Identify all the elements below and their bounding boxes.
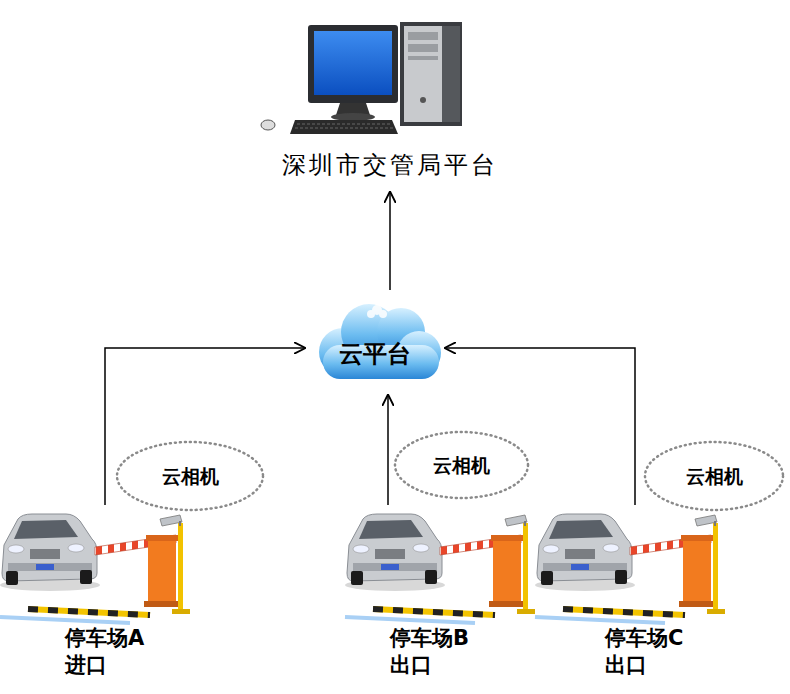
callout-outline — [395, 432, 528, 498]
parking-lot-label: 停车场A 进口 — [65, 625, 155, 680]
camera-callout: 云相机 — [643, 440, 785, 512]
keyboard-keys — [297, 124, 391, 125]
parking-scene-b — [345, 514, 535, 623]
drive-bay — [408, 44, 438, 52]
parking-scene-c — [535, 514, 725, 623]
cloud-body — [319, 304, 441, 379]
drive-bay — [408, 32, 438, 40]
parking-lot-node: 停车场A 进口 — [0, 505, 195, 690]
platform-node: 深圳市交管局平台 — [265, 10, 515, 192]
tower-side — [442, 26, 460, 122]
keyboard — [290, 120, 398, 134]
connector-arrow — [389, 192, 391, 290]
connector-arrow — [387, 395, 389, 505]
platform-label: 深圳市交管局平台 — [282, 150, 498, 180]
parking-scene-a — [0, 514, 190, 623]
cloud-label: 云平台 — [339, 340, 411, 369]
computer-illustration — [261, 22, 462, 134]
drive-bay — [408, 56, 438, 60]
monitor-base — [331, 113, 375, 121]
parking-lot-label: 停车场B 出口 — [390, 625, 480, 680]
power-button — [420, 97, 426, 103]
camera-callout: 云相机 — [393, 430, 530, 500]
cloud-node: 云平台 — [305, 290, 445, 395]
monitor-screen — [314, 31, 392, 95]
camera-callout: 云相机 — [115, 440, 265, 512]
callout-outline — [117, 442, 263, 510]
callout-text: 云相机 — [162, 465, 219, 488]
callout-text: 云相机 — [433, 454, 490, 477]
keyboard-keys — [295, 128, 393, 129]
monitor-frame — [308, 25, 398, 103]
mouse — [261, 120, 275, 130]
cloud-icon-puff — [379, 310, 387, 318]
callout-outline — [645, 442, 783, 510]
callout-text: 云相机 — [686, 465, 743, 488]
parking-lot-node: 停车场B 出口 — [345, 505, 530, 690]
tower-case — [400, 22, 462, 126]
parking-lot-node: 停车场C 出口 — [535, 505, 725, 690]
tower-front — [404, 26, 442, 122]
parking-lot-label: 停车场C 出口 — [605, 625, 695, 680]
cloud-icon — [367, 305, 387, 318]
